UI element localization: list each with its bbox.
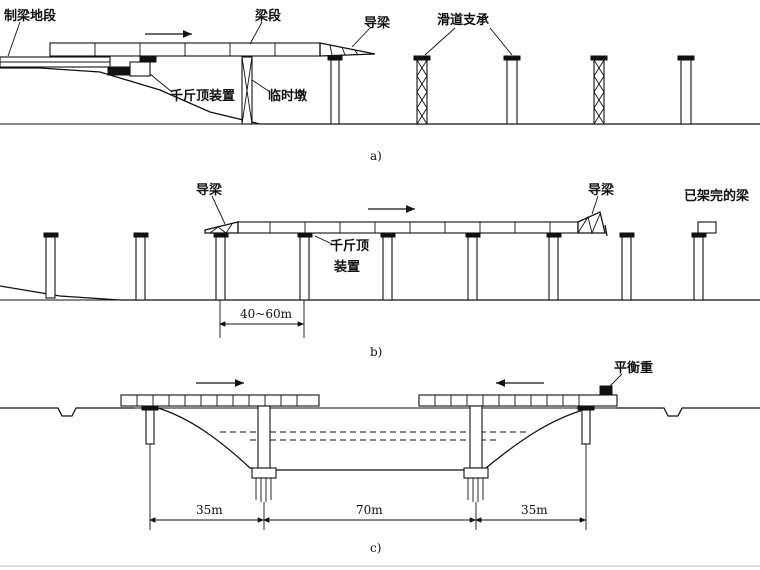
leader-temp-pier	[251, 79, 271, 93]
pier-b-8	[619, 232, 635, 301]
pier-b-1	[43, 232, 59, 299]
panel-a: 制梁地段 梁段 导梁 滑道支承 千斤顶装置 临时墩 a)	[0, 8, 760, 163]
label-casting-yard: 制梁地段	[4, 8, 56, 24]
abutment-c-right	[577, 405, 595, 445]
leader-counterweight	[607, 373, 623, 389]
main-pier-c-right	[463, 405, 489, 502]
girder-b	[237, 221, 579, 234]
pier-b-2	[133, 232, 149, 301]
river-valley	[157, 407, 591, 471]
caption-a: a)	[370, 149, 382, 163]
ground-line-c	[0, 407, 760, 417]
panel-c: 平衡重 35m 70m 35m c)	[0, 360, 760, 555]
leader-casting-yard	[7, 21, 21, 57]
leader-bearing-1	[424, 27, 456, 56]
leader-nose	[351, 27, 371, 48]
girder-c-left	[120, 394, 320, 407]
label-segment: 梁段	[254, 8, 281, 24]
leader-bearing-2	[489, 27, 513, 56]
label-counterweight: 平衡重	[614, 360, 653, 376]
label-temp-pier: 临时墩	[268, 88, 308, 104]
label-jack-a: 千斤顶装置	[170, 88, 235, 104]
leader-nose-left-b	[211, 195, 226, 225]
leader-nose-right-b	[591, 195, 599, 215]
label-finished-beam: 已架完的梁	[684, 188, 750, 204]
launching-nose-a	[319, 42, 376, 57]
pier-a-1	[327, 55, 343, 125]
leader-jack	[149, 73, 173, 93]
pier-b-9	[691, 232, 707, 301]
pier-b-5	[380, 232, 396, 301]
label-span-b: 40~60m	[240, 307, 293, 321]
launching-nose-right-b	[577, 211, 608, 237]
girder-a	[49, 42, 321, 57]
dimension-b	[219, 300, 305, 338]
pier-b-6	[465, 232, 481, 301]
finished-beam-b	[697, 221, 717, 234]
launching-nose-left-b	[204, 221, 239, 234]
caption-b: b)	[370, 345, 382, 359]
ground-line-a	[0, 67, 760, 125]
label-sliding-bearing: 滑道支承	[437, 12, 489, 28]
label-jack-b-line1: 千斤顶	[330, 238, 369, 254]
label-nose-left-b: 导梁	[196, 182, 223, 198]
pier-b-7	[546, 232, 562, 301]
label-nose-right-b: 导梁	[588, 182, 615, 198]
dimension-c	[149, 444, 587, 530]
pier-b-4	[297, 232, 313, 301]
jack-device-a	[107, 55, 157, 77]
main-pier-c-left	[251, 405, 277, 502]
sliding-bearing-left	[413, 55, 431, 125]
ground-line-b	[0, 285, 760, 301]
temporary-pier-a	[241, 56, 253, 125]
pier-b-3	[213, 232, 229, 301]
abutment-c-left	[141, 405, 159, 445]
label-span-c-2: 70m	[356, 503, 383, 517]
label-span-c-3: 35m	[521, 503, 548, 517]
caption-c: c)	[370, 541, 381, 555]
leader-jack-b	[314, 235, 333, 245]
pier-a-2	[503, 55, 521, 125]
girder-c-right	[418, 385, 618, 407]
leader-segment	[249, 21, 263, 45]
label-span-c-1: 35m	[196, 503, 223, 517]
pier-a-3	[677, 55, 695, 125]
label-launching-nose-a: 导梁	[364, 15, 391, 31]
sliding-bearing-mid	[590, 55, 608, 125]
water-surface	[220, 431, 530, 441]
label-jack-b-line2: 装置	[333, 259, 360, 275]
panel-b: 导梁 导梁 已架完的梁 千斤顶 装置 40~60m b)	[0, 182, 760, 359]
